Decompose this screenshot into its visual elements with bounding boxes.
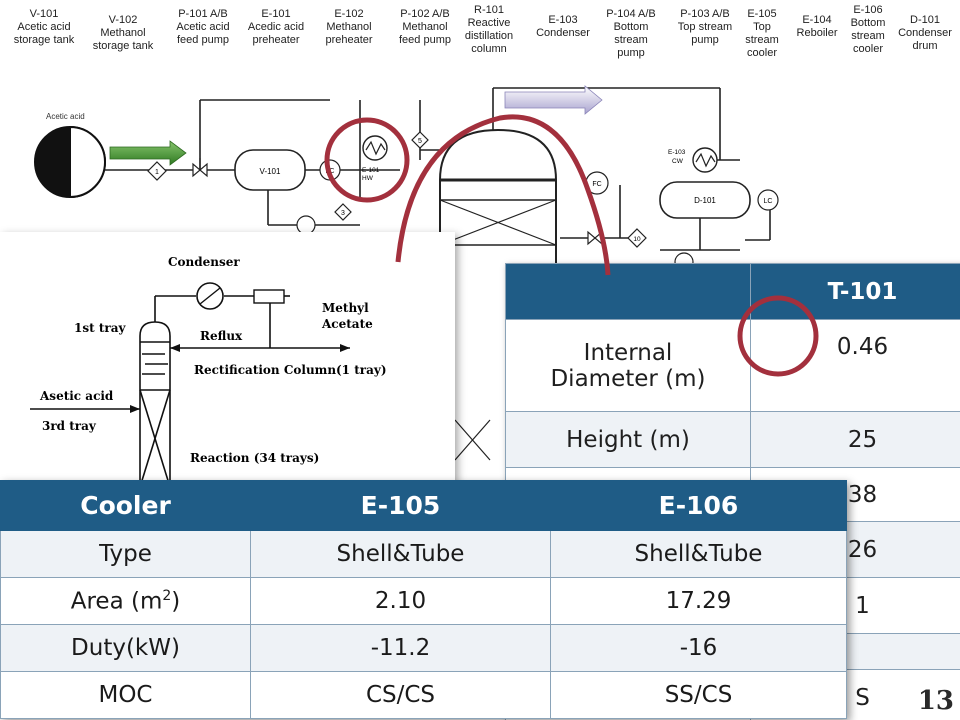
d101-level-controller (757, 189, 779, 211)
row-label: Type (0, 530, 251, 578)
cw-label: CW (672, 158, 684, 165)
methyl-acetate-label: Acetate (321, 317, 373, 331)
stream-number: 3 (341, 210, 345, 217)
row-value: 17.29 (550, 577, 847, 625)
stream-number: 5 (418, 138, 422, 145)
condenser-label: Condenser (168, 255, 240, 269)
e101-label: E-101 (362, 167, 380, 174)
e103-label: E-103 (668, 149, 686, 156)
fc-label: FC (592, 181, 601, 188)
table-row: Internal Diameter (m) 0.46 (505, 319, 960, 412)
table-row: Type Shell&Tube Shell&Tube (0, 530, 847, 578)
row-value: -11.2 (250, 624, 551, 672)
acetic-feed-label: Asetic acid (39, 389, 114, 403)
e103-condenser-symbol (692, 147, 718, 173)
v101-label: V-101 (260, 167, 281, 176)
d101-drum (659, 181, 751, 219)
rectification-label: Rectification Column (194, 363, 336, 377)
table-header-cell (505, 263, 751, 320)
table-row: Height (m) 25 (505, 411, 960, 468)
table-header-cell: T-101 (750, 263, 960, 320)
one-tray-label: (1 tray) (336, 363, 387, 377)
row-value: CS/CS (250, 671, 551, 719)
row-label: Area (m2) (0, 577, 251, 625)
stream-number: 10 (633, 236, 641, 243)
page-number: 13 (917, 686, 954, 716)
row-label: MOC (0, 671, 251, 719)
reaction-label: Reaction (34 trays) (190, 451, 319, 465)
table-row: MOC CS/CS SS/CS (0, 671, 847, 719)
row-label: Internal Diameter (m) (505, 319, 751, 412)
acetic-acid-storage-symbol (34, 125, 106, 199)
row-value: Shell&Tube (550, 530, 847, 578)
stream-marker-3 (334, 203, 352, 221)
first-tray-label: 1st tray (74, 321, 126, 335)
lc-label: LC (326, 168, 335, 175)
methyl-acetate-label: Methyl (322, 301, 369, 315)
row-label: Height (m) (505, 411, 751, 468)
reflux-label: Reflux (200, 329, 243, 343)
row-value: 25 (750, 411, 960, 468)
third-tray-label: 3rd tray (42, 419, 97, 433)
feed-flow-arrow (109, 140, 187, 166)
stream-number: 1 (155, 169, 159, 176)
table-header-cell: E-105 (250, 480, 551, 531)
feed-label: Acetic acid (46, 112, 85, 121)
d101-label: D-101 (694, 196, 716, 205)
row-value: -16 (550, 624, 847, 672)
table-row: Area (m2) 2.10 17.29 (0, 577, 847, 625)
table-header-cell: E-106 (550, 480, 847, 531)
vapor-flow-arrow (504, 85, 603, 115)
hw-label: HW (362, 175, 374, 182)
v101-vessel (234, 149, 306, 191)
lc-label: LC (764, 198, 773, 205)
feed-valve-symbol (192, 158, 208, 178)
stream-marker-10 (627, 228, 647, 248)
row-label: Duty(kW) (0, 624, 251, 672)
table-row: Duty(kW) -11.2 -16 (0, 624, 847, 672)
row-value: SS/CS (550, 671, 847, 719)
column-schematic-insert: Condenser 1st tray Reflux Methyl Acetate… (0, 232, 455, 492)
row-value: Shell&Tube (250, 530, 551, 578)
cooler-spec-table: Cooler E-105 E-106 Type Shell&Tube Shell… (0, 480, 847, 719)
stream-marker-1 (147, 161, 167, 181)
column-schematic: Condenser 1st tray Reflux Methyl Acetate… (30, 255, 387, 492)
table-header-row: Cooler E-105 E-106 (0, 480, 847, 531)
row-value: 0.46 (750, 319, 960, 412)
reflux-valve-symbol (587, 230, 603, 246)
table-header-row: T-101 (505, 263, 960, 320)
table-header-cell: Cooler (0, 480, 251, 531)
column-packing-lower (454, 419, 491, 461)
row-value: 2.10 (250, 577, 551, 625)
row-value: 38 (750, 467, 960, 522)
